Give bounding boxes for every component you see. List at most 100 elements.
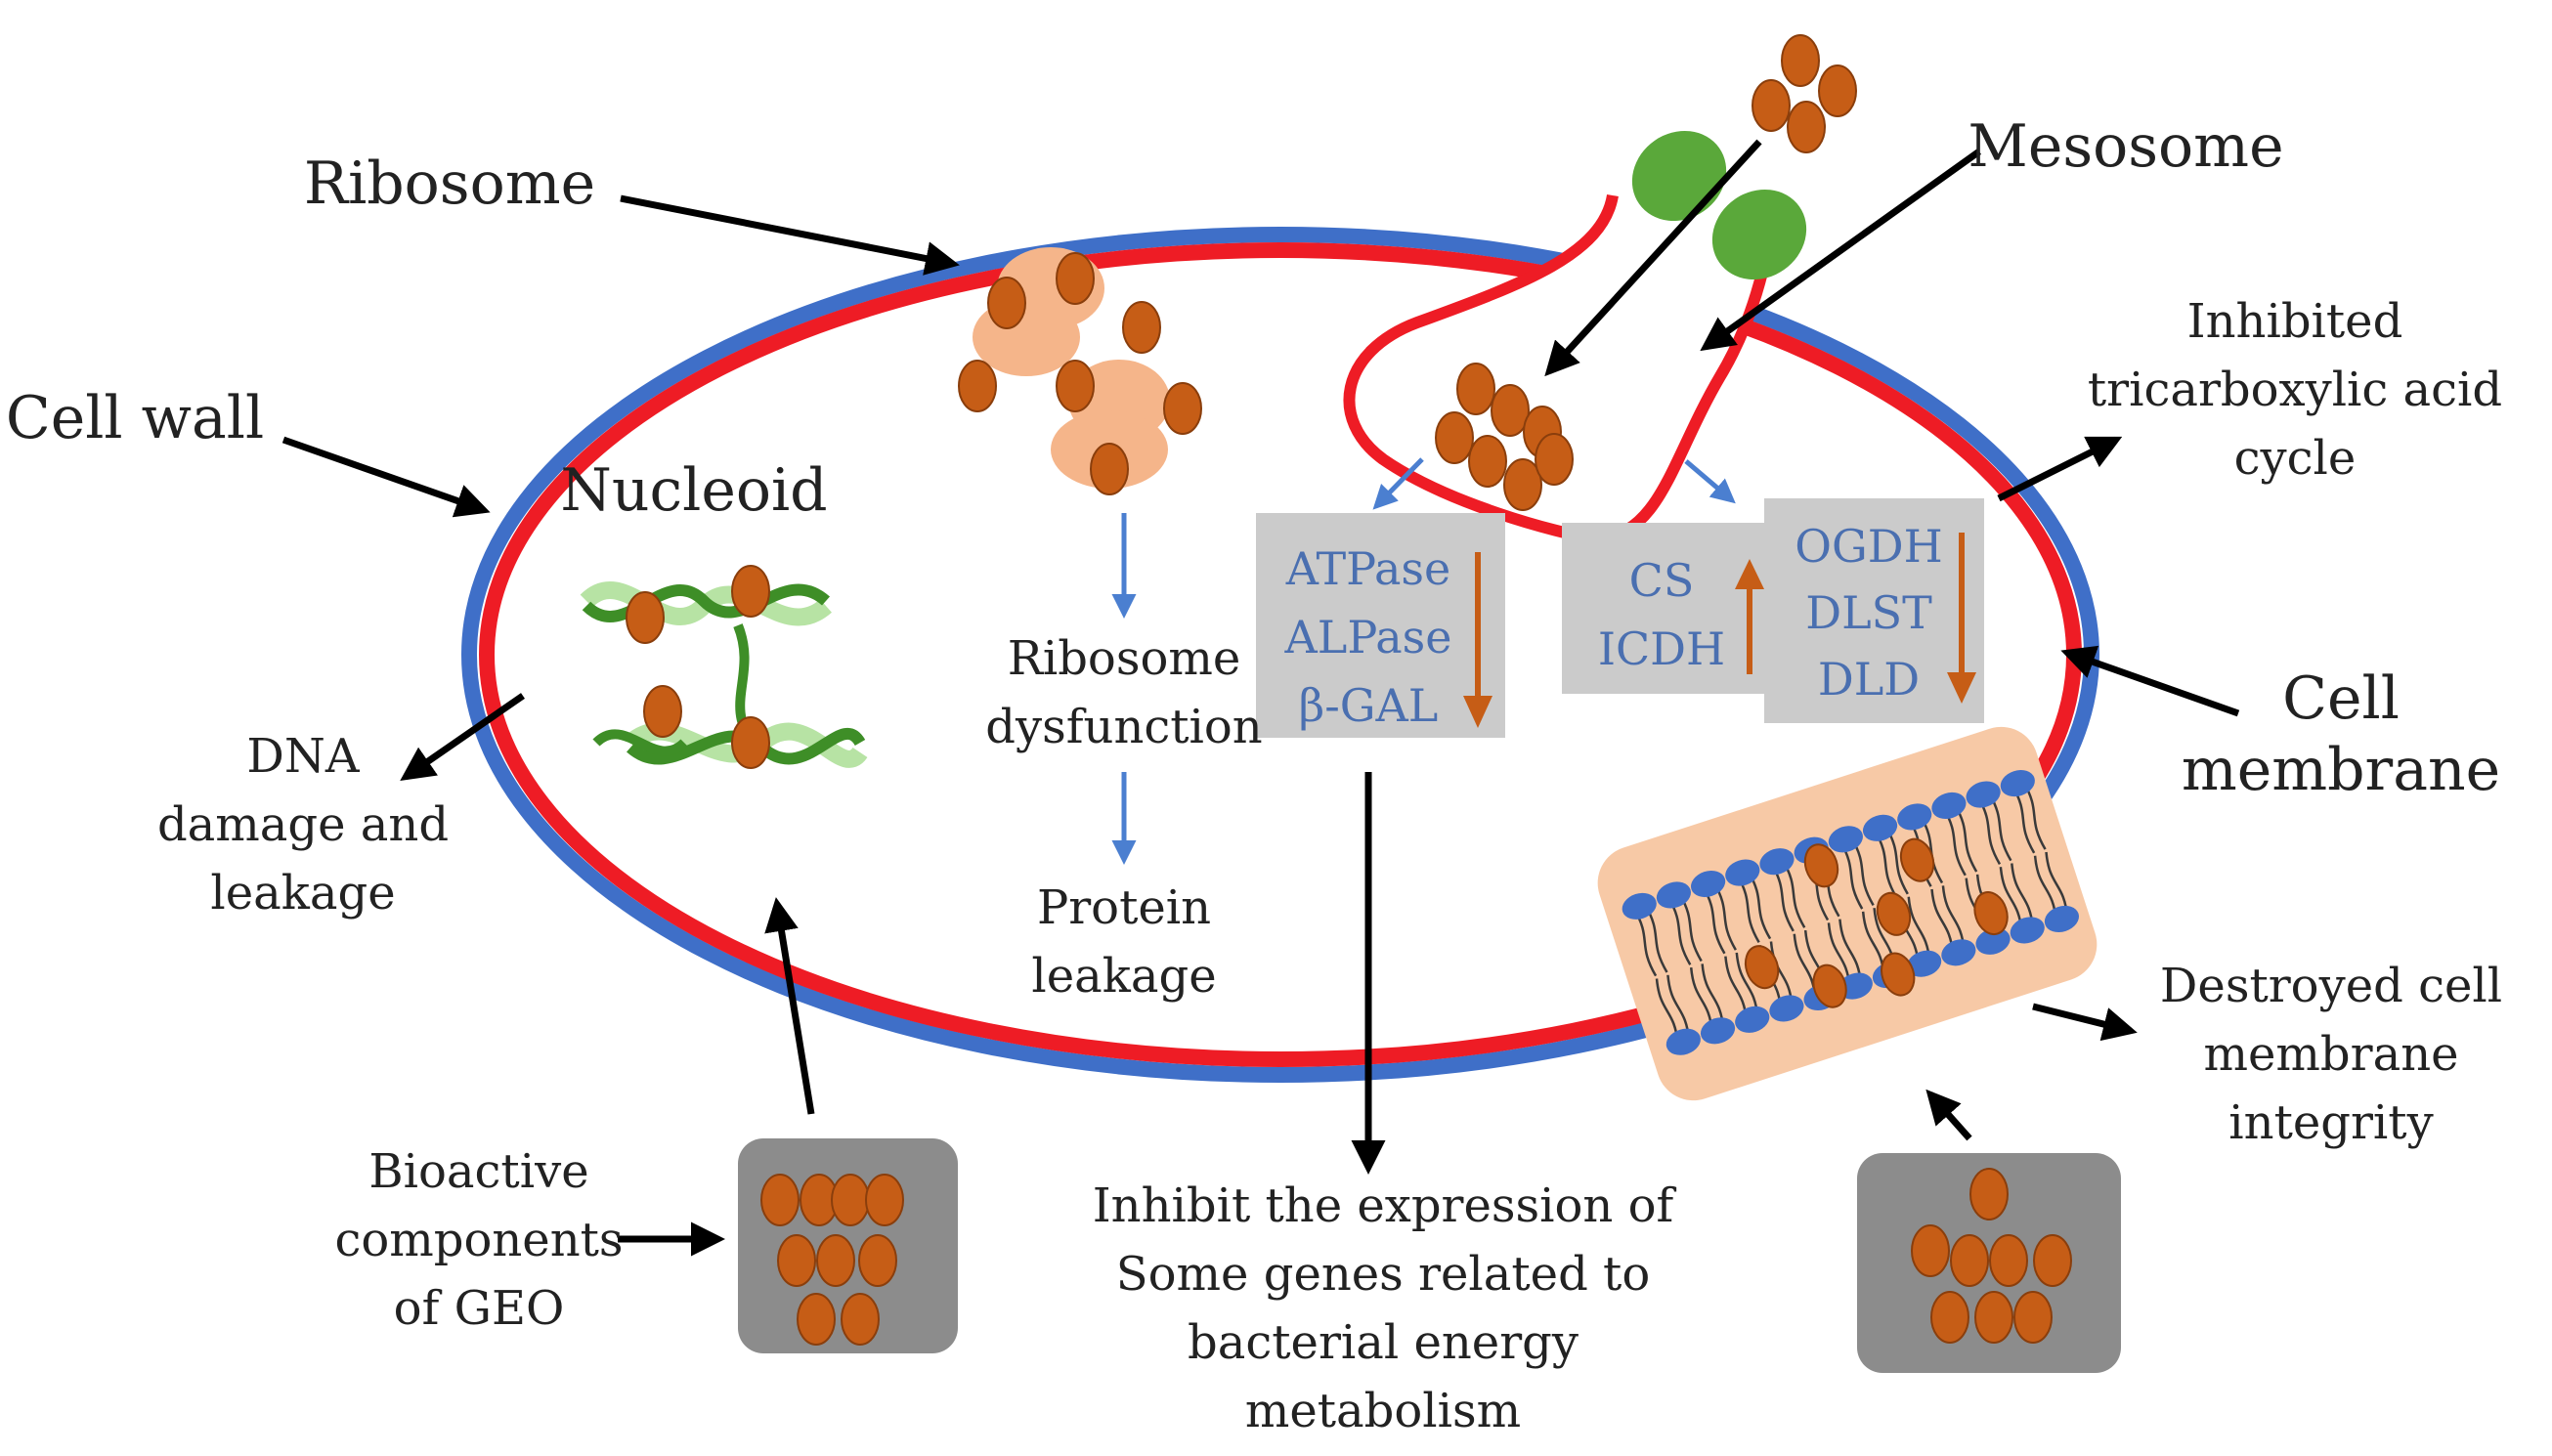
label-cell-membrane-line: membrane (2182, 736, 2500, 804)
particle (777, 1234, 816, 1287)
label-ribosome-dysfunction-line: Ribosome (1008, 631, 1241, 686)
geo-box-left (738, 1138, 958, 1353)
label-tca-line: cycle (2234, 431, 2357, 486)
down-arrow-icon (1463, 552, 1492, 728)
label-gene-expression-line: bacterial energy (1188, 1315, 1579, 1370)
lipid-head (1828, 826, 1863, 853)
arrow-meso-right (1684, 459, 1736, 504)
particle (626, 591, 665, 644)
label-bioactive-line: Bioactive (368, 1144, 588, 1199)
lipid-head (1725, 859, 1760, 886)
nucleoid-dna (580, 565, 868, 769)
lipid-head (2010, 917, 2045, 944)
lipid-head (1769, 995, 1804, 1022)
label-gene-expression-line: Inhibit the expression of (1093, 1178, 1677, 1233)
geo-box-right (1857, 1153, 2121, 1373)
arrow-cell-membrane (2060, 645, 2240, 717)
lipid-bilayer (1622, 770, 2080, 1055)
arrow-box-to-membrane (1925, 1089, 1972, 1141)
enzyme-label: OGDH (1795, 520, 1942, 573)
enzyme-label: DLD (1818, 653, 1920, 706)
lipid-head (2000, 770, 2035, 797)
particle (1818, 64, 1857, 117)
particle (1056, 360, 1095, 412)
particle (865, 1174, 904, 1226)
label-mesosome: Mesosome (1968, 112, 2283, 181)
black-arrows (281, 139, 2240, 1257)
particle (1468, 435, 1507, 488)
particle (831, 1174, 870, 1226)
lipid-head (1907, 950, 1942, 977)
arrow-ribosome (620, 194, 960, 276)
label-dna-damage-line: leakage (210, 866, 395, 921)
lipid-head (2044, 905, 2080, 933)
particle (987, 277, 1026, 329)
enzyme-box-atpase: ATPase ALPase β-GAL (1256, 513, 1505, 738)
particle (841, 1293, 880, 1346)
lipid-head (1656, 881, 1692, 909)
lipid-head (1700, 1017, 1736, 1045)
ribosome-cluster (958, 247, 1202, 495)
particle (1950, 1234, 1989, 1287)
label-protein-leakage-line: leakage (1031, 949, 1216, 1004)
particle (760, 1174, 800, 1226)
particle (858, 1234, 897, 1287)
label-ribosome-dysfunction-line: dysfunction (985, 700, 1262, 754)
particle (1781, 34, 1820, 87)
lipid-head (1975, 927, 2011, 955)
down-arrow-icon (1947, 533, 1976, 704)
particle (1974, 1291, 2013, 1344)
enzyme-label: β-GAL (1299, 679, 1439, 732)
label-bioactive-line: of GEO (394, 1281, 565, 1336)
enzyme-label: CS (1629, 554, 1695, 607)
arrow-dna-damage (400, 693, 525, 781)
particle (1969, 1168, 2009, 1220)
particle (797, 1293, 836, 1346)
label-cell-membrane-line: Cell (2282, 664, 2400, 733)
particle (731, 716, 770, 769)
enzyme-label: ATPase (1285, 542, 1451, 595)
particle (1812, 964, 1847, 1008)
up-arrow-icon (1735, 559, 1764, 674)
label-nucleoid: Nucleoid (560, 456, 827, 525)
lipid-head (1759, 848, 1795, 876)
lipid-head (1931, 792, 1967, 820)
enzyme-label: ALPase (1284, 611, 1452, 664)
particle (958, 360, 997, 412)
particle (1989, 1234, 2028, 1287)
particle (816, 1234, 855, 1287)
arrow-tca (1997, 436, 2123, 502)
label-cell-wall: Cell wall (6, 384, 264, 452)
particle (1787, 101, 1826, 153)
particle (1122, 301, 1161, 354)
geo-particles (1911, 1168, 2072, 1344)
label-dna-damage-line: DNA (246, 729, 360, 784)
geo-particles (760, 1174, 904, 1346)
external-particles (1752, 34, 1857, 153)
lipid-head (1941, 939, 1976, 966)
label-bioactive-line: components (334, 1213, 623, 1267)
particle (1535, 433, 1574, 486)
arrow-bioactive-up (764, 897, 815, 1115)
label-ribosome: Ribosome (304, 150, 595, 218)
arrow-cell-wall (281, 436, 491, 518)
label-gene-expression-line: Some genes related to (1116, 1247, 1651, 1302)
channel-protein (1631, 130, 1807, 280)
particle (1435, 411, 1474, 464)
nucleoid-particles (626, 565, 770, 769)
lipid-head (1862, 814, 1898, 841)
membrane-bilayer-panel (1597, 726, 2098, 1101)
lipid-head (1622, 892, 1657, 920)
label-protein-leakage-line: Protein (1037, 880, 1211, 935)
particle (1491, 384, 1530, 437)
particle (1899, 837, 1935, 882)
particle (2033, 1234, 2072, 1287)
particle (1881, 952, 1916, 997)
arrow-mesosome (1700, 149, 1982, 352)
particle (1456, 363, 1495, 415)
particle (1163, 382, 1202, 435)
particle (1744, 945, 1780, 990)
label-destroyed-membrane-line: integrity (2228, 1095, 2433, 1150)
lipid-head (1966, 781, 2001, 808)
